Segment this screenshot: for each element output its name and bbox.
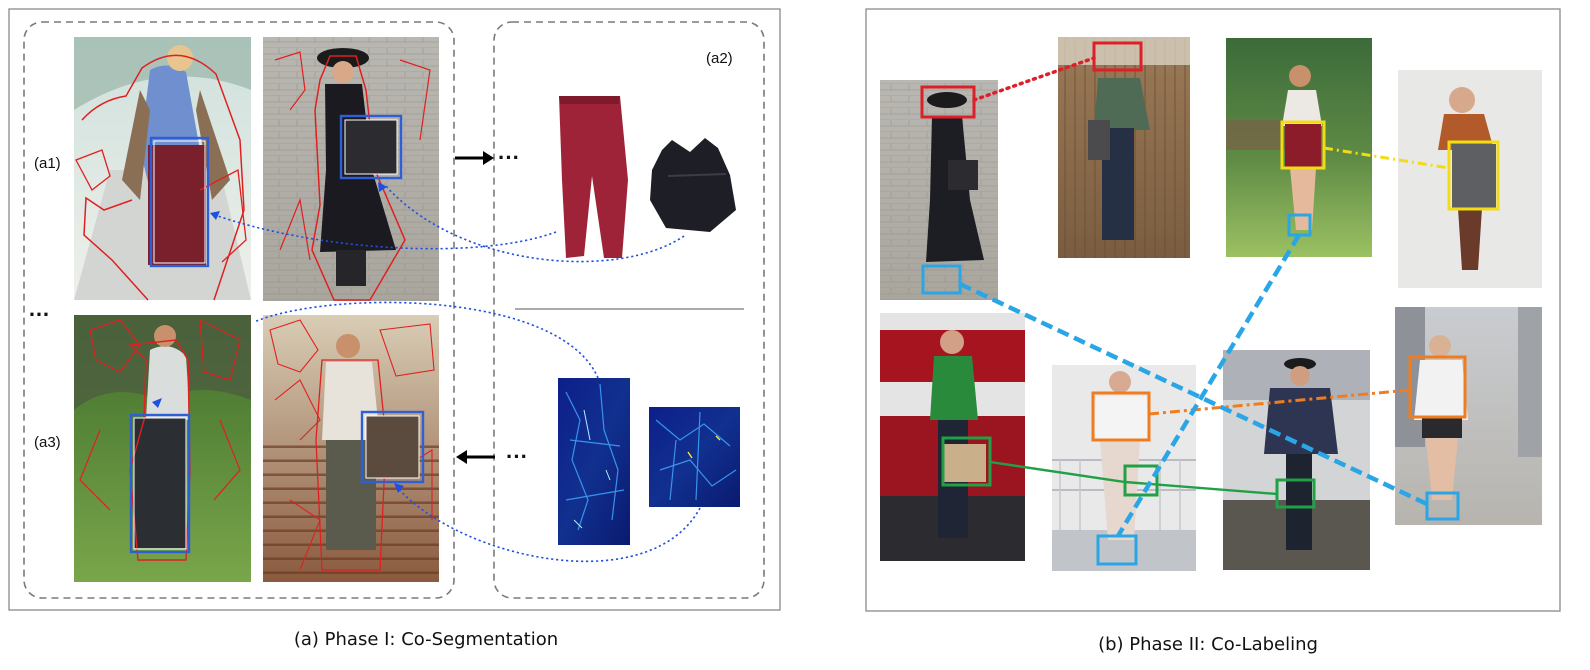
arrowhead-a3-pants xyxy=(152,398,162,408)
b4-skirt-box xyxy=(1447,140,1500,211)
photo-b3-park xyxy=(1226,38,1372,257)
photo-a1-arcade xyxy=(74,37,251,301)
arrow-ellipsis-top: ··· xyxy=(498,145,520,170)
label-a3: (a3) xyxy=(34,434,61,451)
a1-pants-box xyxy=(149,136,210,268)
a3-bag-box xyxy=(360,410,425,484)
photo-b1-stone-wall xyxy=(880,80,998,300)
arrow-to-a2 xyxy=(455,151,494,165)
arrow-to-a3 xyxy=(456,450,495,464)
caption-panel-b: (b) Phase II: Co-Labeling xyxy=(1098,634,1318,655)
b6-bag-box xyxy=(1123,464,1159,497)
extracted-bag xyxy=(650,138,736,232)
arrowhead-a1-bag xyxy=(378,182,387,192)
panel-a-frame xyxy=(8,8,781,611)
b1-shoe-box xyxy=(921,264,962,295)
heatmap-bag xyxy=(649,407,740,507)
b3-skirt-box xyxy=(1280,120,1326,170)
photo-b2-wooden-fence xyxy=(1058,37,1190,258)
b6-shoe-box xyxy=(1096,534,1138,566)
panel-b-frame xyxy=(865,8,1561,612)
photo-b5-red-wall xyxy=(880,313,1025,561)
caption-panel-a: (a) Phase I: Co-Segmentation xyxy=(294,629,558,650)
b8-top-box xyxy=(1408,355,1467,419)
label-a1: (a1) xyxy=(34,155,61,172)
a3-pants-box xyxy=(129,413,191,554)
hat-link xyxy=(972,56,1096,102)
shoe-link-1 xyxy=(959,281,1428,507)
label-a2: (a2) xyxy=(706,50,733,67)
photo-b7-building xyxy=(1223,350,1370,570)
extracted-pants xyxy=(559,96,628,258)
b6-top-box xyxy=(1091,391,1151,442)
photo-a3-park xyxy=(74,315,251,582)
left-ellipsis: … xyxy=(28,296,50,321)
arrowhead-a1-pants xyxy=(210,211,220,220)
b3-shoe-box xyxy=(1287,213,1312,237)
arrowhead-a3-bag xyxy=(394,483,404,493)
b5-bag-box xyxy=(941,436,992,487)
skirt-link xyxy=(1323,146,1450,170)
photo-b4-white-wall xyxy=(1398,70,1542,288)
a1-bag-box xyxy=(339,114,403,180)
panel-a-left-dashed-group xyxy=(23,21,455,599)
shoe-link-2 xyxy=(1116,233,1301,538)
arrow-ellipsis-bottom: ··· xyxy=(506,444,528,469)
bag-link xyxy=(989,460,1278,496)
panel-a-right-dashed-group xyxy=(493,21,765,599)
heatmap-pants xyxy=(558,378,630,545)
blue-dotted-links xyxy=(211,183,701,563)
photo-a1-stone-wall xyxy=(263,37,439,301)
b1-hat-box xyxy=(920,85,976,119)
b8-shoe-box xyxy=(1425,491,1460,521)
